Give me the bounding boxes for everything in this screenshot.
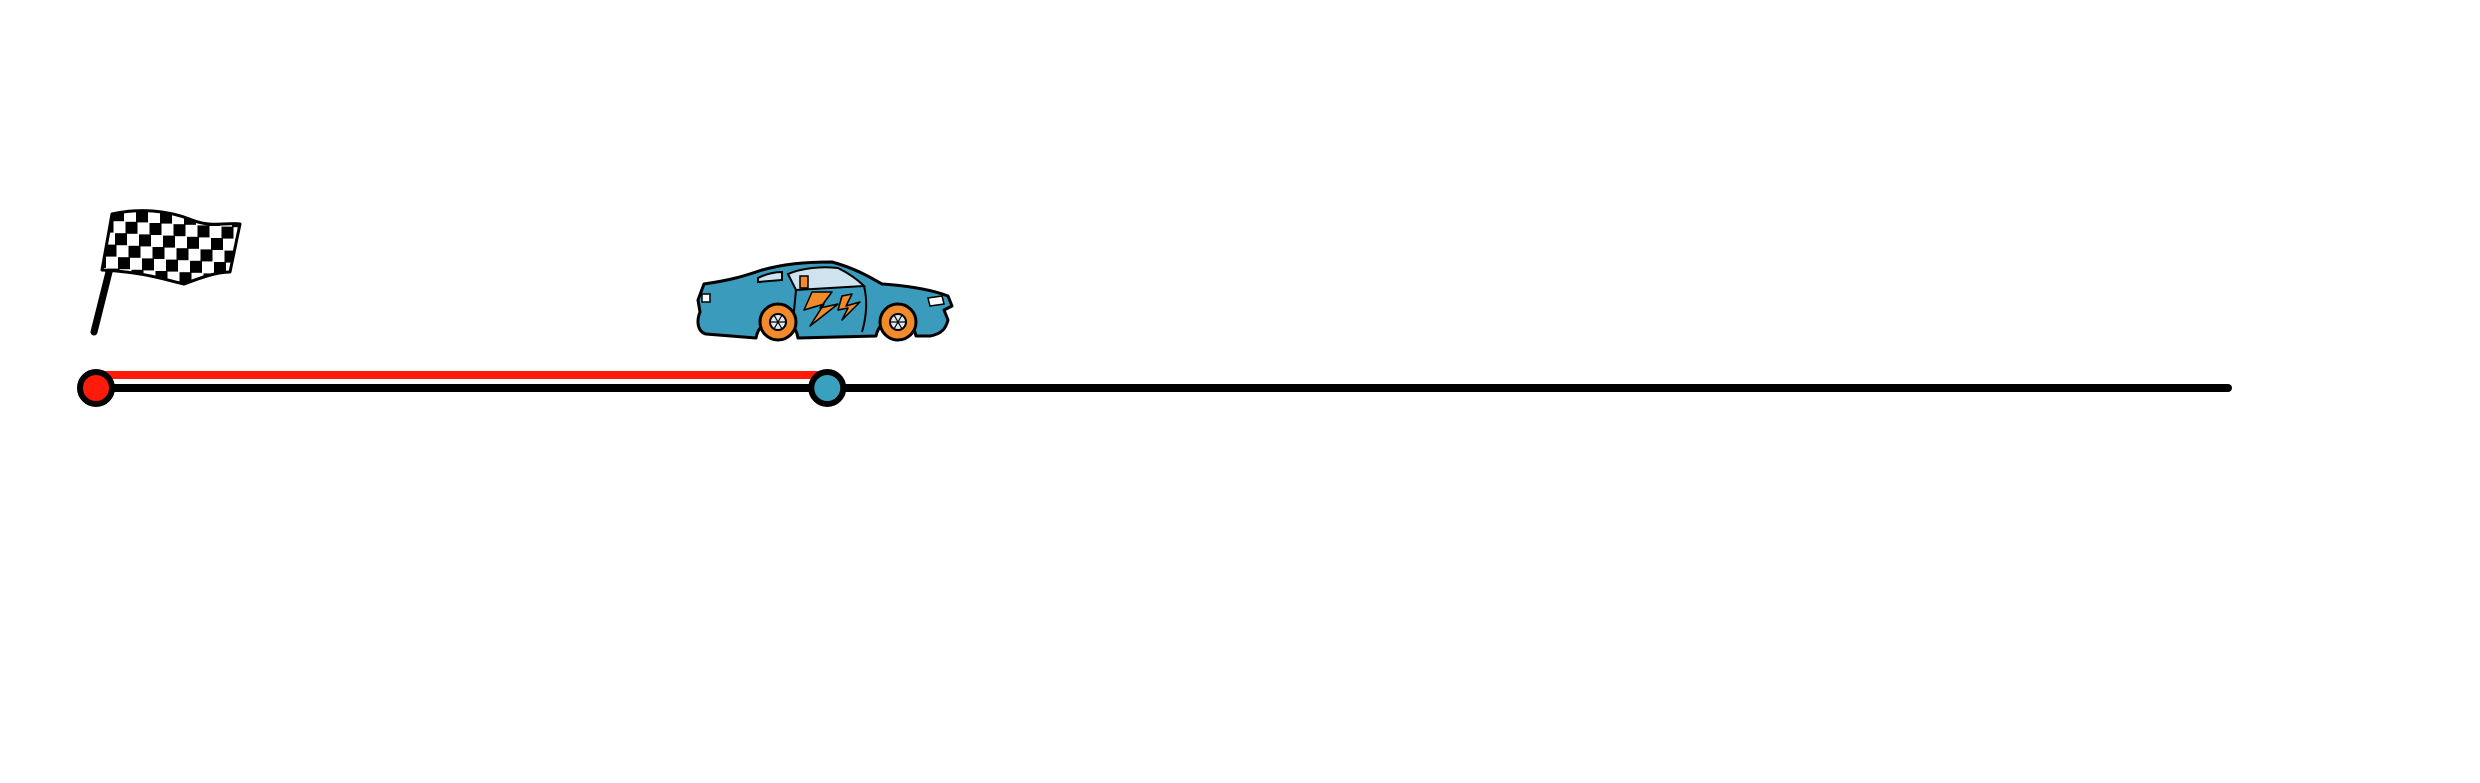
start-marker — [77, 369, 115, 407]
checkered-flag-icon — [90, 209, 242, 336]
race-car-icon — [696, 260, 954, 342]
car-position-marker[interactable] — [808, 369, 847, 407]
